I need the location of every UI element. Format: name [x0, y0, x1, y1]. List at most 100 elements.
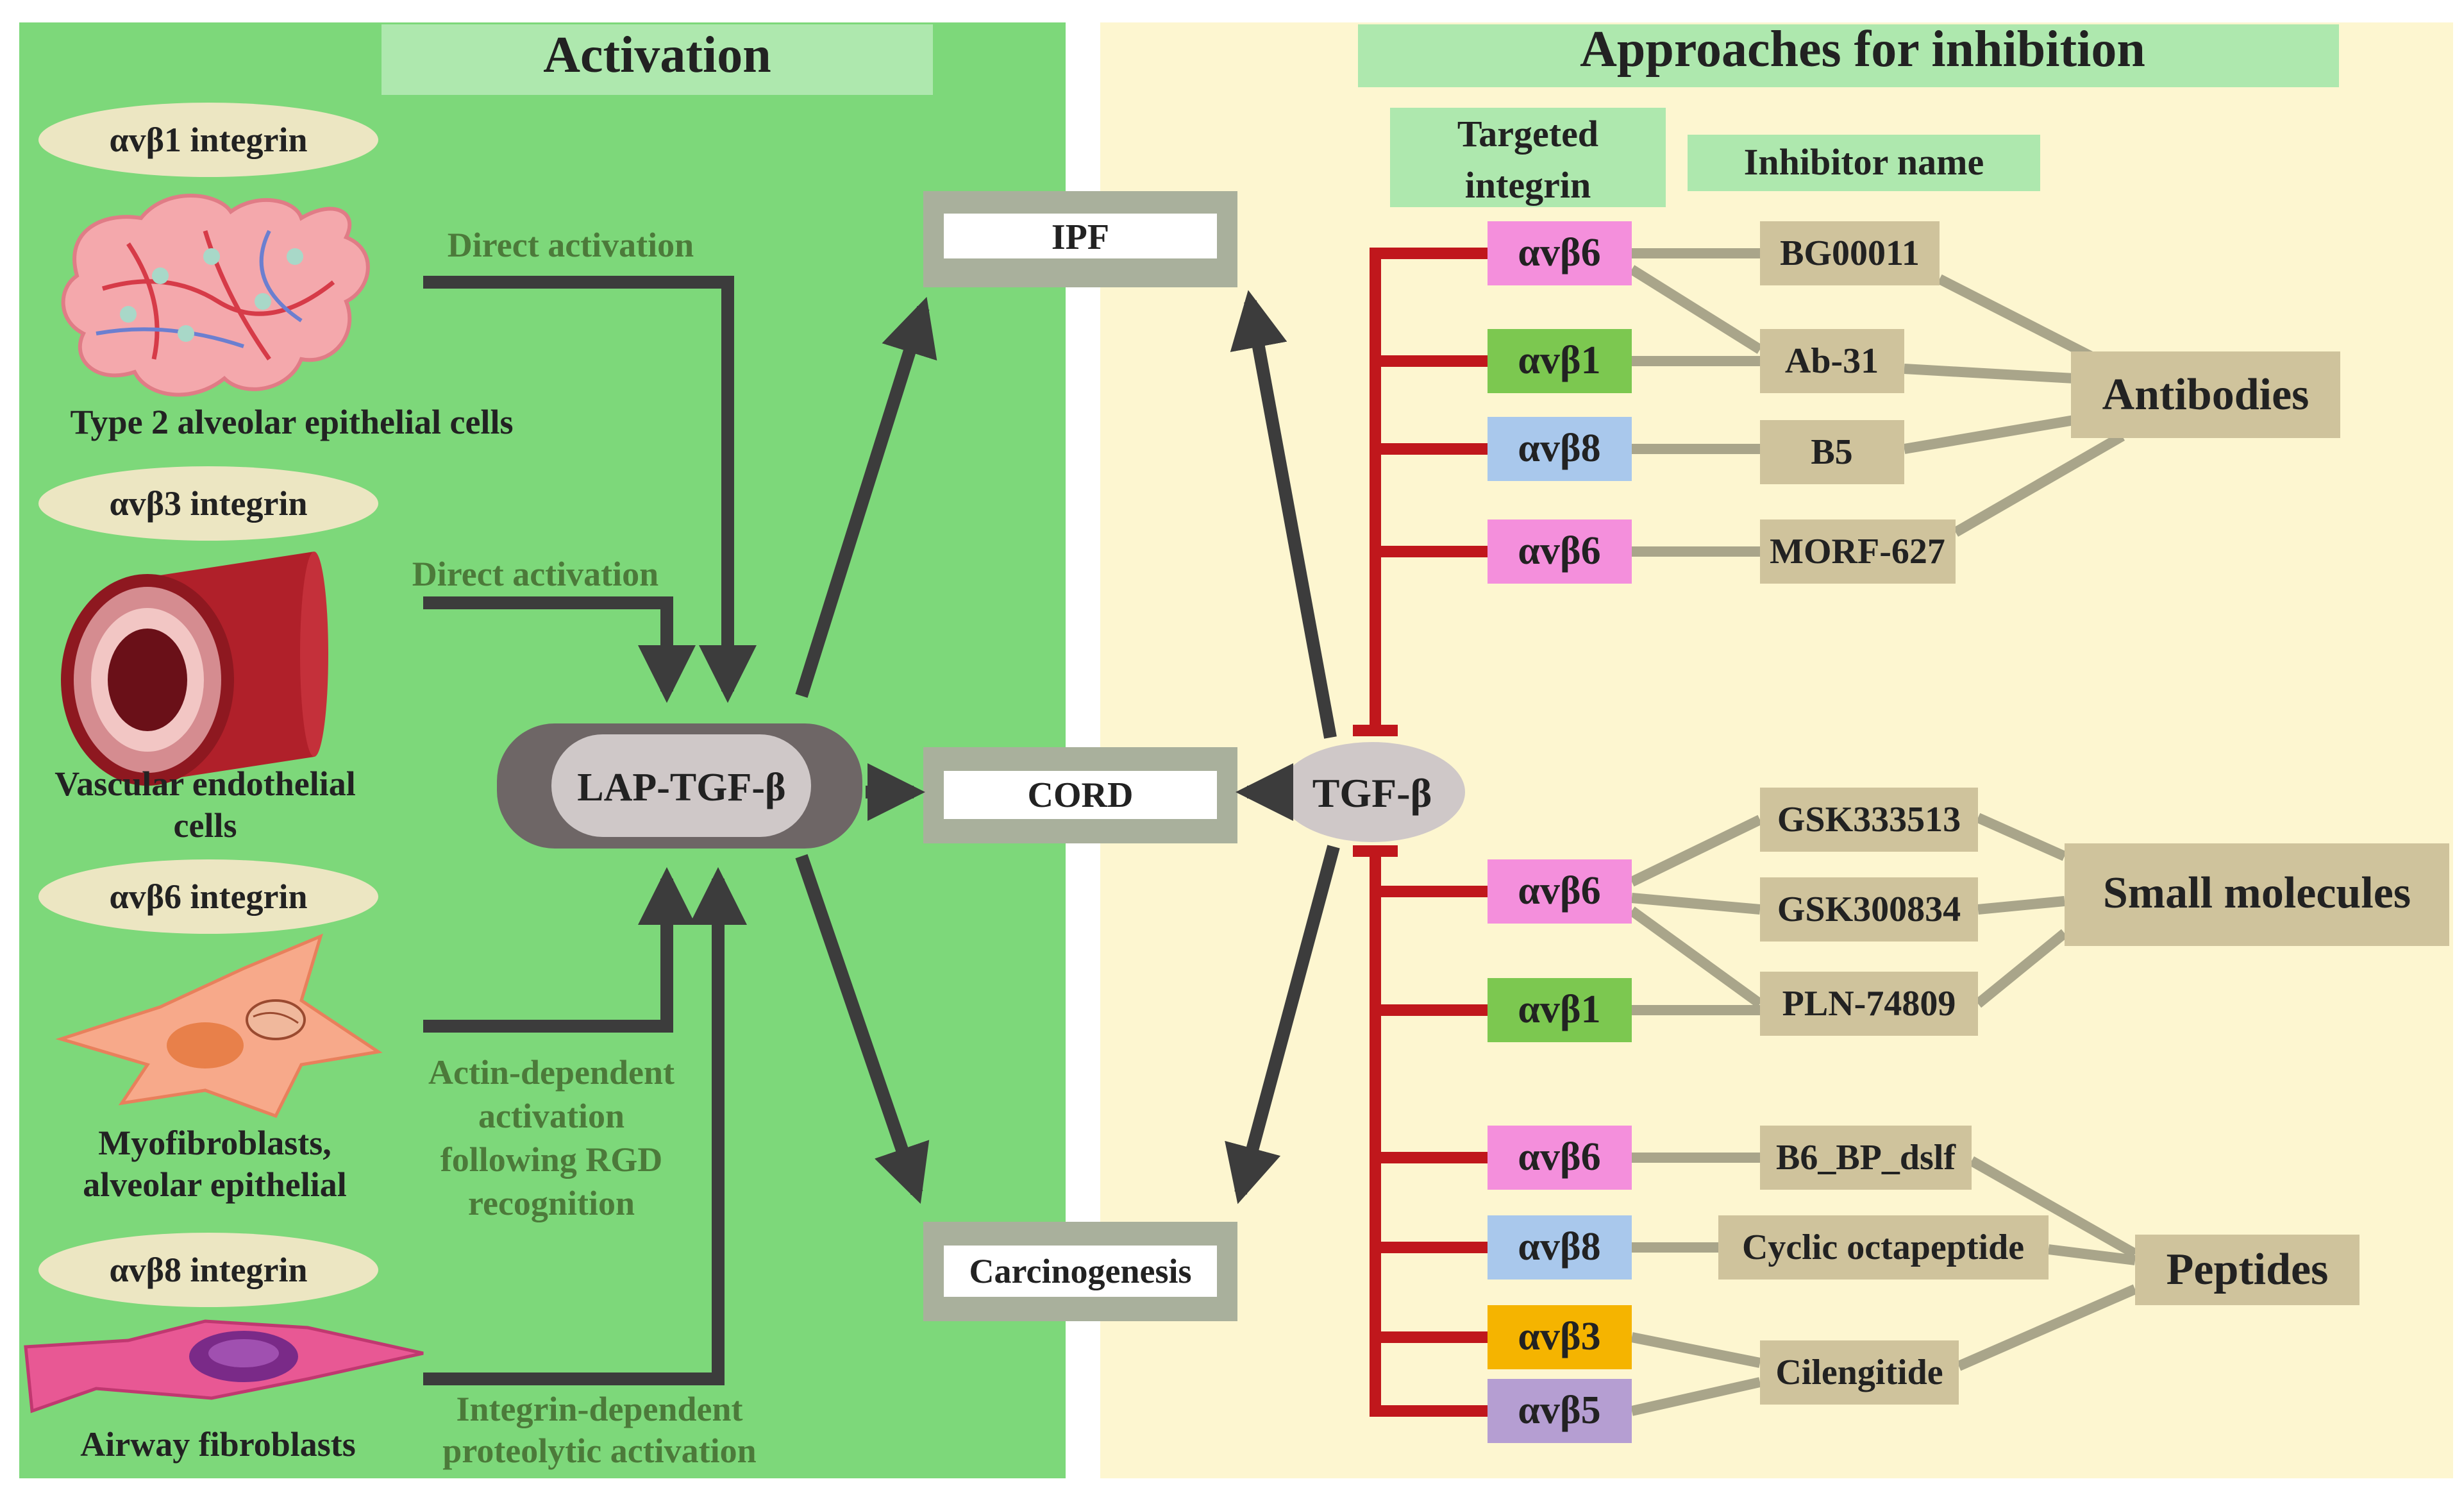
- inhibitor-box-gsk300834: [1760, 877, 1978, 942]
- inhibition-bar-bottom: [1353, 845, 1398, 857]
- tgf-beta-node: [1279, 742, 1465, 842]
- arrow-lap-to-ipf: [795, 296, 937, 698]
- integrin-box-5: [1488, 859, 1632, 924]
- targeted-integrin-header-2: integrin: [1465, 164, 1591, 206]
- category-box-antibodies: [2071, 351, 2340, 438]
- integrin-box-label-7: αvβ6: [1518, 1135, 1600, 1179]
- activation-arrow-1: [423, 276, 757, 703]
- category-label-antibodies: Antibodies: [2102, 370, 2309, 419]
- targeted-integrin-header: [1390, 108, 1666, 207]
- integrin-boxes: αvβ6 αvβ1 αvβ8 αvβ6 αvβ6 αvβ1 αvβ6 αvβ8 …: [1488, 221, 1632, 1443]
- inhibitor-name-header: [1688, 135, 2040, 191]
- inhibitor-label-pln74809: PLN-74809: [1782, 984, 1956, 1024]
- airway-fibroblast-illustration: [24, 1319, 424, 1414]
- cell-label-vascular-2: cells: [174, 806, 237, 845]
- activation-header-box: [381, 24, 933, 95]
- integrin-oval-av-b8: [38, 1233, 378, 1307]
- inhibition-tree: [1370, 248, 1488, 1417]
- integrin-box-label-5: αvβ6: [1518, 869, 1600, 913]
- integrin-box-3: [1488, 417, 1632, 481]
- category-box-peptides: [2135, 1235, 2359, 1305]
- inhibitor-boxes: BG00011 Ab-31 B5 MORF-627 GSK333513 GSK3…: [1718, 221, 2049, 1405]
- integrin-box-label-4: αvβ6: [1518, 529, 1600, 573]
- activation-text-1: Direct activation: [448, 226, 694, 264]
- integrin-box-label-8: αvβ8: [1518, 1225, 1600, 1269]
- activation-text-3c: following RGD: [440, 1140, 663, 1179]
- integrin-label-av-b3: αvβ3 integrin: [109, 484, 307, 523]
- integrin-box-8: [1488, 1215, 1632, 1280]
- integrin-box-10: [1488, 1379, 1632, 1443]
- disease-label-ipf: IPF: [1052, 217, 1109, 257]
- integrin-box-label-10: αvβ5: [1518, 1389, 1600, 1432]
- cell-label-type2: Type 2 alveolar epithelial cells: [71, 403, 514, 441]
- tgf-beta-label: TGF-β: [1312, 770, 1432, 816]
- activation-text-2: Direct activation: [412, 555, 658, 593]
- inhibitor-label-gsk300834: GSK300834: [1777, 890, 1961, 929]
- integrin-box-4: [1488, 519, 1632, 584]
- inhibitor-box-ab31: [1760, 329, 1904, 393]
- disease-label-cord: CORD: [1028, 775, 1134, 815]
- integrin-box-label-3: αvβ8: [1518, 427, 1600, 470]
- integrin-box-2: [1488, 329, 1632, 393]
- inhibitor-box-b5: [1760, 420, 1904, 484]
- integrin-box-label-9: αvβ3: [1518, 1315, 1600, 1358]
- category-label-small-molecules: Small molecules: [2103, 868, 2411, 918]
- inhibitor-box-b6bpdslf: [1760, 1126, 1972, 1190]
- integrin-label-av-b8: αvβ8 integrin: [109, 1251, 307, 1289]
- integrin-oval-av-b6: [38, 859, 378, 934]
- inhibitor-box-cyclic-octapeptide: [1718, 1215, 2049, 1280]
- inhibitor-label-morf627: MORF-627: [1770, 532, 1945, 571]
- integrin-box-6: [1488, 978, 1632, 1042]
- activation-text-4a: Integrin-dependent: [456, 1390, 742, 1428]
- inhibitor-box-cilengitide: [1760, 1340, 1959, 1405]
- integrin-box-7: [1488, 1126, 1632, 1190]
- inhibitor-box-morf627: [1760, 519, 1956, 584]
- inhibitor-box-gsk333513: [1760, 788, 1978, 852]
- inhibition-title: Approaches for inhibition: [1580, 21, 2145, 78]
- targeted-integrin-header-1: Targeted: [1457, 113, 1598, 155]
- cell-label-myofibroblast-1: Myofibroblasts,: [98, 1124, 331, 1162]
- activation-text-4b: proteolytic activation: [442, 1432, 756, 1470]
- cell-label-myofibroblast-2: alveolar epithelial: [83, 1165, 346, 1204]
- integrin-box-label-2: αvβ1: [1518, 339, 1600, 382]
- integrin-label-av-b6: αvβ6 integrin: [109, 877, 307, 916]
- activation-text-3d: recognition: [468, 1184, 635, 1222]
- inhibitor-box-bg00011: [1760, 221, 1940, 285]
- integrin-label-av-b1: αvβ1 integrin: [109, 121, 307, 159]
- arrow-lap-to-carcinogenesis: [795, 854, 930, 1204]
- arrow-tgf-to-ipf: [1230, 290, 1337, 739]
- integrin-box-label-1: αvβ6: [1518, 231, 1600, 275]
- lap-tgf-inner: [551, 734, 811, 837]
- inhibitor-label-bg00011: BG00011: [1780, 233, 1920, 273]
- inhibitor-label-ab31: Ab-31: [1785, 341, 1879, 381]
- activation-title: Activation: [543, 27, 771, 83]
- inhibitor-label-cilengitide: Cilengitide: [1775, 1353, 1943, 1392]
- inhibitor-label-b6bpdslf: B6_BP_dslf: [1776, 1138, 1956, 1178]
- integrin-box-1: [1488, 221, 1632, 285]
- cell-label-vascular-1: Vascular endothelial: [54, 764, 356, 803]
- myofibroblast-illustration: [55, 933, 383, 1119]
- vessel-illustration: [61, 552, 328, 786]
- cell-label-airway: Airway fibroblasts: [80, 1425, 356, 1464]
- inhibition-header-box: [1358, 24, 2339, 87]
- integrin-oval-av-b1: [38, 103, 378, 177]
- inhibitor-label-cyclic-octapeptide: Cyclic octapeptide: [1742, 1228, 2024, 1267]
- disease-box-ipf-inner: [944, 214, 1217, 258]
- disease-box-cord-inner: [944, 771, 1217, 819]
- arrow-tgf-to-carcinogenesis: [1225, 845, 1340, 1204]
- inhibitor-box-pln74809: [1760, 972, 1978, 1036]
- lap-tgf-label: LAP-TGF-β: [577, 766, 785, 809]
- activation-text-3a: Actin-dependent: [428, 1053, 675, 1092]
- integrin-box-9: [1488, 1305, 1632, 1369]
- activation-arrow-4: [423, 867, 747, 1385]
- disease-label-carcinogenesis: Carcinogenesis: [969, 1252, 1192, 1290]
- activation-arrow-3: [423, 867, 696, 1033]
- integrin-box-label-6: αvβ1: [1518, 988, 1600, 1031]
- alveolus-illustration: [61, 194, 370, 397]
- category-label-peptides: Peptides: [2166, 1245, 2329, 1294]
- inhibitor-label-gsk333513: GSK333513: [1777, 800, 1961, 840]
- inhibitor-connectors: [1629, 248, 2138, 1416]
- activation-arrow-2: [423, 596, 696, 703]
- integrin-oval-av-b3: [38, 466, 378, 541]
